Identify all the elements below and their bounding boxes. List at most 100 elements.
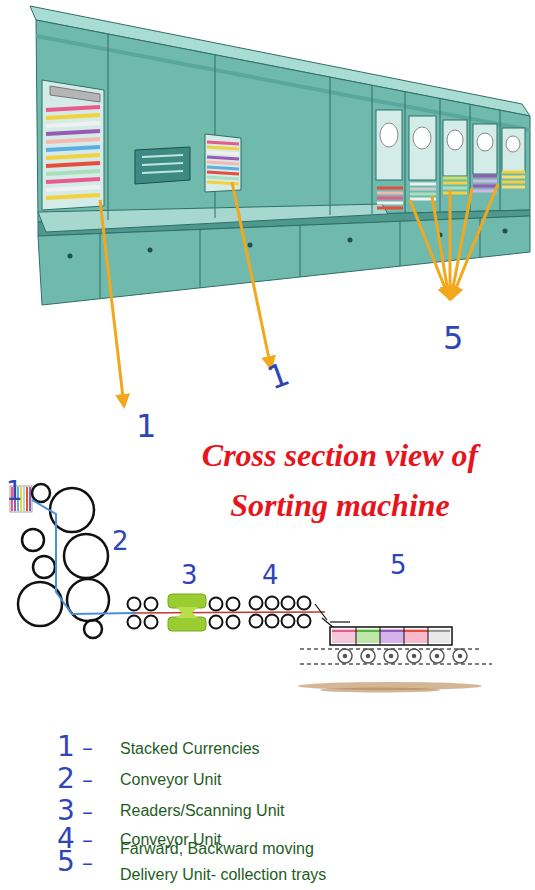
legend-text: Stacked Currencies <box>120 736 260 762</box>
tray-rails-part <box>407 649 421 663</box>
collection-trays-part <box>356 630 380 632</box>
transport-rollers-part <box>145 598 158 611</box>
reject-stack-part <box>207 182 239 184</box>
tray-rails-part <box>384 649 398 663</box>
reject-stack-part <box>207 172 239 174</box>
note-stack-part <box>26 487 28 511</box>
scanner-part <box>176 607 198 618</box>
tray-rails-part <box>430 649 444 663</box>
tray-rails-part <box>459 655 462 658</box>
stacker-pockets-part <box>377 197 403 200</box>
input-window-part <box>46 179 100 182</box>
input-window-part <box>46 107 100 110</box>
input-window-part <box>46 123 100 126</box>
display-panel <box>135 147 190 184</box>
collection-trays-part <box>330 621 350 622</box>
stacker-pockets-part <box>409 116 436 180</box>
tray-rails-part <box>390 655 393 658</box>
tray-rails-part <box>338 649 352 663</box>
transport-rollers-part <box>266 615 279 628</box>
collection-trays-part <box>332 630 356 632</box>
note-path-part <box>315 604 327 620</box>
machine-cabinet-part <box>330 77 331 215</box>
transport-rollers-part <box>210 616 223 629</box>
machine-cabinet-part <box>108 34 109 220</box>
input-window-part <box>46 195 100 198</box>
input-window-part <box>46 115 100 118</box>
input-window-part <box>46 171 100 174</box>
machine-cabinet-part <box>68 254 73 259</box>
stacker-pockets-part <box>377 187 403 190</box>
tray-rails <box>300 649 492 664</box>
leader-arrow-part <box>451 188 472 298</box>
legend-number: 3 <box>57 797 75 825</box>
transport-rollers-part <box>266 597 279 610</box>
reject-stack <box>205 134 241 192</box>
scanner <box>168 594 206 631</box>
machine-cabinet-part <box>300 225 301 277</box>
leader-arrow-part <box>100 200 124 406</box>
callout-number: 5 <box>443 322 463 354</box>
legend-dash: – <box>82 829 93 851</box>
input-window-part <box>46 187 100 190</box>
stacker-pockets-part <box>447 130 463 150</box>
collection-trays-part <box>428 630 450 632</box>
stacker-pockets-part <box>502 171 525 174</box>
machine-cabinet-part <box>100 233 101 299</box>
stacker-pockets-part <box>410 193 436 196</box>
collection-trays-part <box>404 627 405 645</box>
input-window-part <box>42 80 104 210</box>
transport-rollers-part <box>128 598 141 611</box>
leader-arrow-part <box>432 196 449 298</box>
tray-rails-part <box>344 655 347 658</box>
reject-stack-part <box>207 167 239 169</box>
machine-cabinet-part <box>503 229 508 234</box>
machine-cabinet-part <box>400 221 401 266</box>
stacker-pockets-part <box>473 175 497 178</box>
tray-rails-part <box>453 649 467 663</box>
collection-trays-part <box>428 627 429 645</box>
stacker-pockets-part <box>443 192 467 195</box>
tray-rails-part <box>300 663 492 665</box>
callout-number: 1 <box>6 478 23 504</box>
feed-rollers-part <box>22 529 44 551</box>
machine-cabinet-part <box>372 85 373 214</box>
feed-rollers <box>18 484 109 638</box>
scanner-part <box>168 617 206 631</box>
stacker-pockets-part <box>443 177 467 180</box>
reject-stack-part <box>207 152 239 154</box>
legend-text: Conveyor Unit <box>120 767 221 793</box>
transport-rollers-part <box>145 616 158 629</box>
floor-shadow <box>298 682 482 693</box>
legend-dash: – <box>82 801 93 823</box>
collection-trays-part <box>380 630 404 632</box>
transport-rollers-part <box>298 597 311 610</box>
callout-number: 5 <box>390 552 407 578</box>
stacker-pockets-part <box>443 187 467 190</box>
reject-stack-part <box>207 177 239 179</box>
stacker-pockets-part <box>502 128 525 172</box>
feed-rollers-part <box>64 534 108 578</box>
input-window <box>42 80 104 210</box>
stacker-pockets-part <box>377 202 403 205</box>
tray-rails-part <box>367 655 370 658</box>
machine-cabinet-part <box>440 98 441 212</box>
legend-dash: – <box>82 852 93 874</box>
collection-trays-part <box>404 629 428 643</box>
display-panel-part <box>142 155 183 157</box>
stacker-pockets-part <box>380 123 398 147</box>
legend-dash: – <box>82 769 93 791</box>
leader-arrow-part <box>452 184 498 298</box>
collection-trays-part <box>404 630 428 632</box>
transport-rollers-part <box>250 615 263 628</box>
feed-rollers-part <box>84 620 102 638</box>
floor-shadow-part <box>320 688 440 693</box>
stacker-pockets-part <box>506 136 520 152</box>
machine-cabinet <box>30 6 530 305</box>
tray-rails-part <box>436 655 439 658</box>
leader-arrow <box>100 182 498 406</box>
collection-trays-part <box>428 629 450 643</box>
machine-cabinet-part <box>248 243 253 248</box>
transport-rollers-part <box>227 616 240 629</box>
input-window-part <box>46 155 100 158</box>
